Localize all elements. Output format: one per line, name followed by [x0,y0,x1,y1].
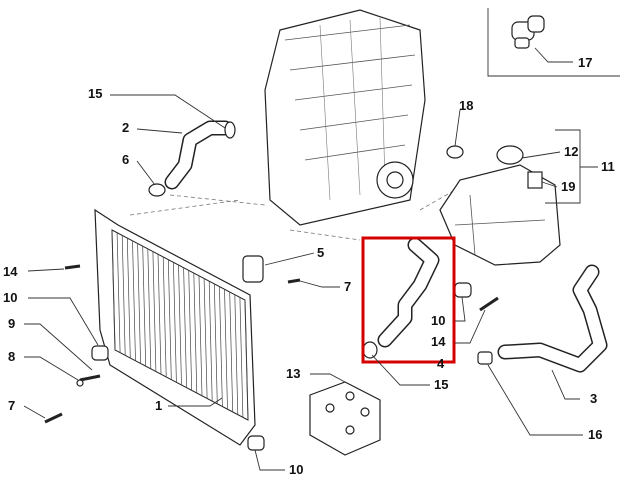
callout-19: 19 [561,179,575,194]
callout-5: 5 [317,245,324,260]
callout-2: 2 [122,120,129,135]
callout-14: 14 [431,334,446,349]
rubber-mount-part-10 [91,345,265,451]
hose-part-4 [377,237,440,348]
cap-part-12 [496,145,524,165]
callout-7: 7 [344,279,351,294]
clamp-part-18 [446,145,464,159]
bolts [44,264,301,424]
radiator-part-1 [94,208,256,446]
callout-14: 14 [3,264,18,279]
callout-10: 10 [289,462,303,477]
label-part-19 [527,171,543,189]
callout-3: 3 [590,391,597,406]
clip-part-17 [511,15,545,49]
clamp-part-15 [224,121,236,139]
callout-9: 9 [8,316,15,331]
callout-10: 10 [431,313,445,328]
callout-11: 11 [601,159,615,174]
callout-6: 6 [122,152,129,167]
callout-13: 13 [286,366,300,381]
callout-16: 16 [588,427,602,442]
callout-7: 7 [8,398,15,413]
connector-part-13 [309,381,381,456]
clamp-part-15 [362,341,378,359]
expansion-tank-part-11 [439,164,561,266]
bolt-part-14 [479,296,499,312]
highlighted-part-box [361,236,456,364]
callout-15: 15 [88,86,102,101]
callout-15: 15 [434,377,448,392]
hose-part-3 [497,264,608,373]
leader-lines [23,47,598,471]
callout-8: 8 [8,349,15,364]
callout-17: 17 [578,55,592,70]
clamp-part-16 [477,351,493,365]
clamp-part-6 [148,183,166,197]
callout-1: 1 [155,398,162,413]
callout-18: 18 [459,98,473,113]
inset-frame [487,8,620,77]
callout-12: 12 [564,144,578,159]
bracket-part-5 [242,255,264,283]
hose-part-2 [164,120,233,190]
callout-10: 10 [3,290,17,305]
callout-4: 4 [437,356,445,371]
callout-labels: 15 2 6 14 10 9 8 7 1 5 7 13 10 18 12 11 … [3,55,615,477]
rubber-mount-part-10 [454,282,472,298]
engine-block [264,9,426,226]
